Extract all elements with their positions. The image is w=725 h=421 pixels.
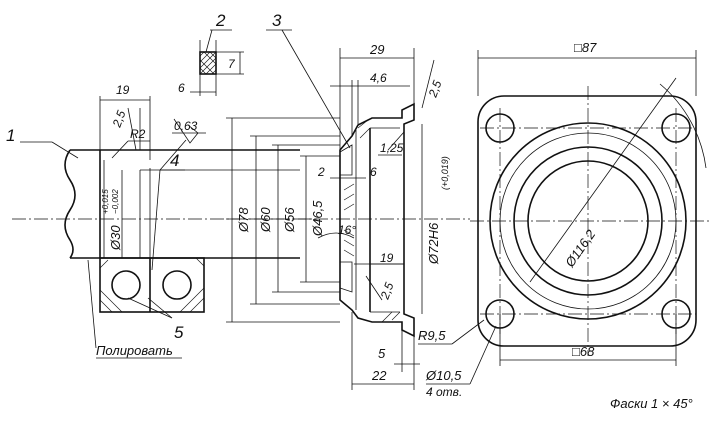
dim-r9-5-label: R9,5	[418, 328, 446, 343]
dim-2-label: 2	[317, 165, 325, 179]
sq68-label: □68	[572, 344, 595, 359]
dim-29-label: 29	[369, 42, 384, 57]
dim-7-label: 7	[228, 57, 236, 71]
dim-22-label: 22	[371, 368, 387, 383]
callout-3: 3	[266, 11, 351, 149]
dim-d10-5-label: Ø10,5	[425, 368, 462, 383]
callout-1-label: 1	[6, 126, 15, 145]
dim-r2: R2	[111, 127, 150, 159]
d46-5-label: Ø46,5	[310, 200, 325, 237]
d72-tol-label: (+0,019)	[440, 156, 450, 190]
dim-19-top-label: 19	[116, 83, 130, 97]
holes-label: 4 отв.	[426, 385, 462, 399]
chamfer-note: Фаски 1 × 45°	[610, 396, 693, 411]
cap-dims-bottom: 19 2,5 5 22 R9,5 Ø10,5 4 отв.	[351, 251, 497, 399]
callout-4: 4	[151, 151, 185, 271]
dim-19-mid-label: 19	[380, 251, 394, 265]
dim-2-5-b-label: 2,5	[425, 78, 444, 100]
callout-3-label: 3	[272, 11, 282, 30]
d116-2-label: Ø116,2	[562, 226, 599, 270]
dim-6-label: 6	[178, 81, 185, 95]
roughness-label: 0,63	[174, 119, 198, 133]
dim-2-5-a-label: 2,5	[109, 108, 128, 130]
callout-5: 5	[127, 297, 184, 342]
d72-label: Ø72H6	[426, 222, 441, 265]
polish-note: Полировать	[87, 259, 182, 359]
roughness-mark: 0,63	[159, 118, 206, 171]
diameter-stack: Ø78 Ø60 Ø56 Ø46,5 Ø72H6 (+0,019)	[226, 117, 450, 323]
flange-plan-view: Ø116,2	[470, 77, 710, 356]
callout-2-label: 2	[215, 11, 226, 30]
d30-label: Ø30	[108, 225, 123, 251]
seal-detail: 2 6 7	[178, 11, 244, 96]
dim-5-label: 5	[378, 346, 386, 361]
cap-dims-groove: 2 6 16°	[317, 165, 377, 239]
d56-label: Ø56	[282, 207, 297, 233]
dim-19-top: 19 2,5	[99, 83, 151, 160]
d30-tol-upper: +0,015	[101, 189, 110, 214]
shaft-assembly	[12, 149, 320, 313]
dim-d30: Ø30 +0,015 −0,002	[101, 170, 123, 258]
dim-4-6-label: 4,6	[370, 71, 387, 85]
dim-16deg-label: 16°	[338, 223, 356, 237]
callout-4-label: 4	[170, 151, 179, 170]
callout-1: 1	[6, 126, 79, 159]
d30-tol-lower: −0,002	[111, 189, 120, 214]
polish-label: Полировать	[96, 343, 173, 358]
dim-2-5-c-label: 2,5	[377, 280, 396, 302]
flange-dims: □87 □68	[477, 40, 697, 366]
dim-6-small-label: 6	[370, 165, 377, 179]
callout-5-label: 5	[174, 323, 184, 342]
d78-label: Ø78	[236, 207, 251, 233]
cap-dims-top: 29 4,6 2,5 1,25	[330, 42, 445, 156]
dim-1-25-label: 1,25	[380, 141, 404, 155]
sq87-label: □87	[574, 40, 597, 55]
d60-label: Ø60	[258, 207, 273, 233]
r2-label: R2	[130, 127, 146, 141]
